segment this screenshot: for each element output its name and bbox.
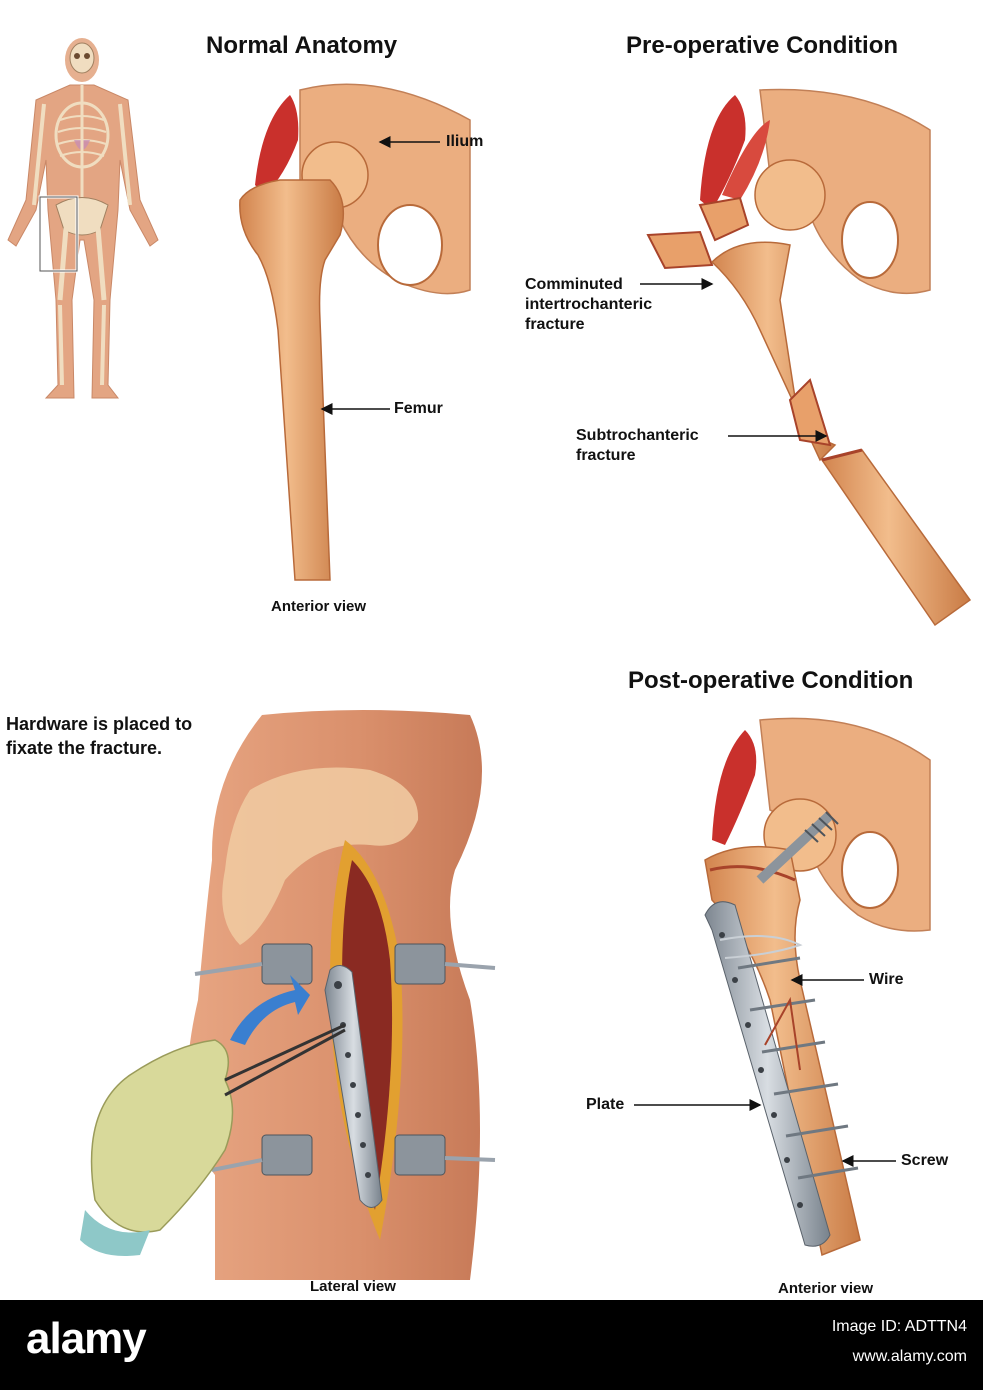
femur-label: Femur (394, 400, 443, 417)
comminuted-fracture-label: Comminuted intertrochanteric fracture (525, 276, 653, 333)
postop-condition-title: Post-operative Condition (628, 667, 914, 694)
screw-label: Screw (901, 1152, 949, 1169)
site-url-text: www.alamy.com (852, 1348, 967, 1365)
subtrochanteric-fracture-label: Subtrochanteric fracture (576, 427, 699, 464)
preop-condition-title: Pre-operative Condition (626, 32, 899, 59)
hardware-note: Hardware is placed to fixate the fractur… (6, 714, 193, 758)
leader-lines (320, 136, 896, 1167)
brand-logo: alamy (26, 1314, 147, 1363)
plate-label: Plate (586, 1096, 625, 1113)
normal-hip-illustration (239, 83, 471, 581)
ilium-label: Ilium (446, 133, 484, 150)
stock-footer-bar: alamy Image ID: ADTTN4 www.alamy.com (0, 1300, 983, 1390)
lateral-view-caption: Lateral view (310, 1278, 396, 1295)
postop-hip-illustration (704, 717, 931, 1257)
surgery-illustration (80, 710, 496, 1280)
full-body-figure (7, 38, 159, 399)
preop-hip-illustration (646, 88, 972, 627)
postop-anterior-view-caption: Anterior view (778, 1280, 874, 1297)
image-id-text: Image ID: ADTTN4 (831, 1318, 967, 1335)
normal-anatomy-title: Normal Anatomy (206, 32, 398, 59)
normal-anterior-view-caption: Anterior view (271, 598, 367, 615)
wire-label: Wire (869, 971, 904, 988)
illustration-canvas (7, 38, 972, 1280)
